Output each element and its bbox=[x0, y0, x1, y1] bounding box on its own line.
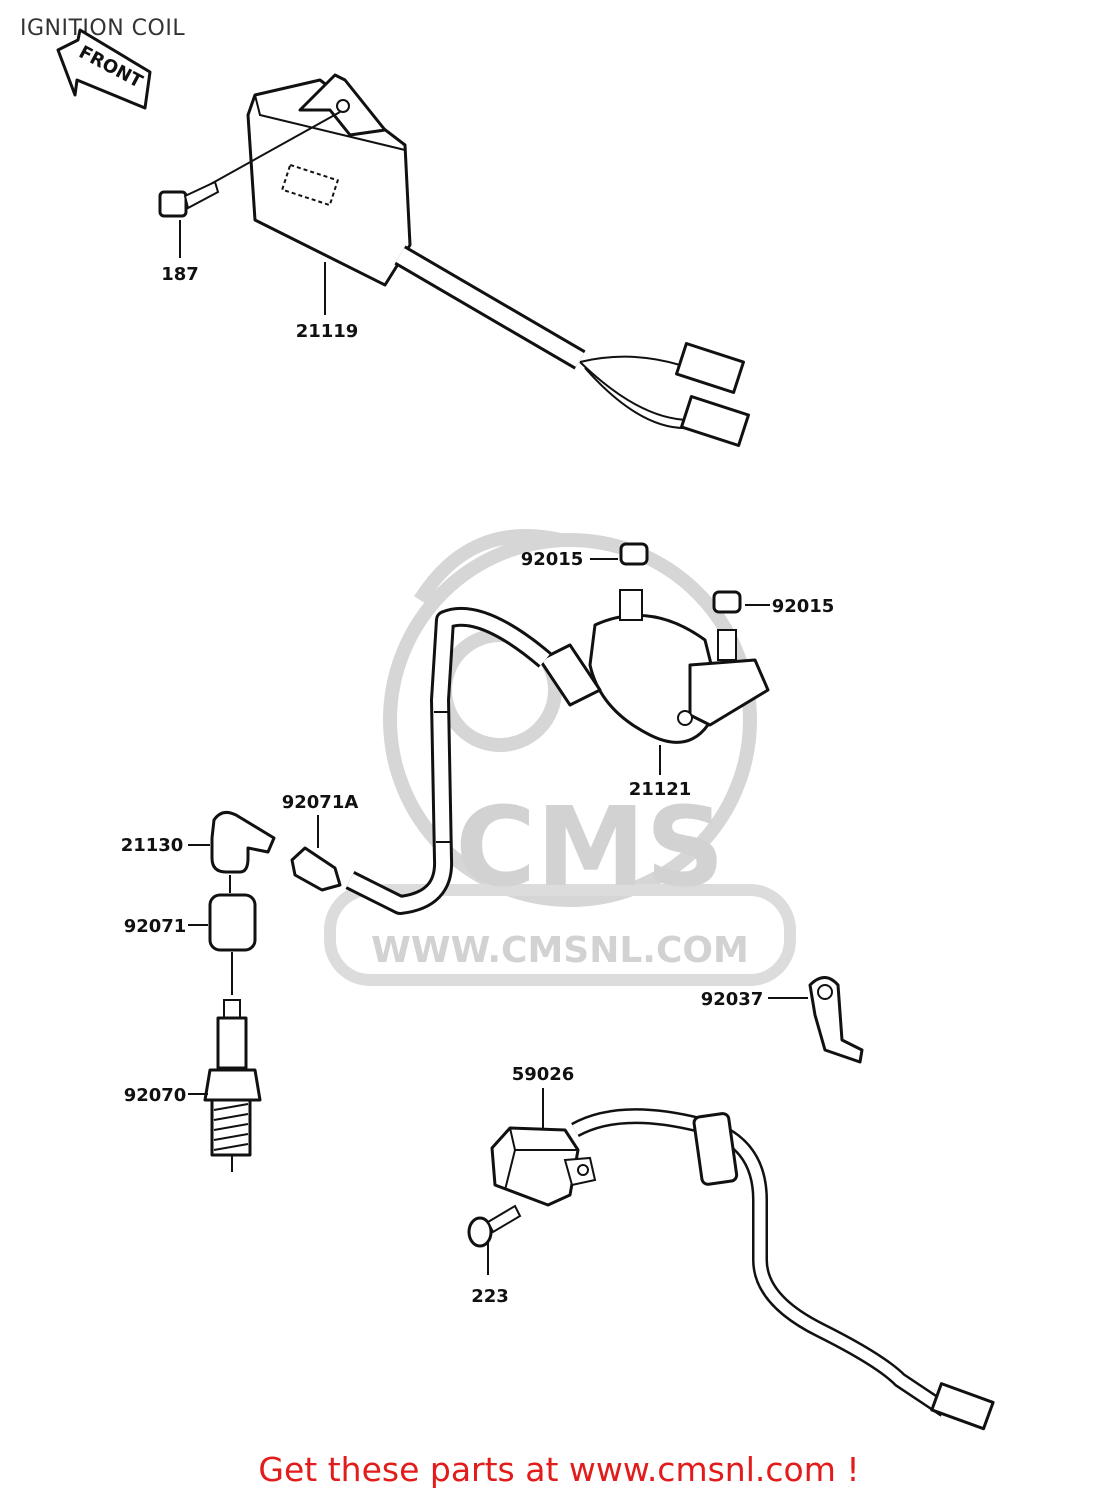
part-label-21130: 21130 bbox=[121, 835, 184, 856]
watermark-logo-text: CMS bbox=[455, 783, 724, 911]
footer-link[interactable]: Get these parts at www.cmsnl.com ! bbox=[258, 1450, 860, 1489]
plug-cap bbox=[188, 810, 276, 893]
part-label-92071a: 92071A bbox=[282, 792, 359, 813]
bolt-187 bbox=[158, 111, 341, 258]
terminal-92071a bbox=[290, 815, 342, 892]
part-label-92071: 92071 bbox=[124, 916, 187, 937]
part-label-21121: 21121 bbox=[629, 779, 692, 800]
spark-plug bbox=[188, 999, 262, 1172]
front-arrow: FRONT bbox=[56, 28, 152, 110]
part-label-92070: 92070 bbox=[124, 1085, 187, 1106]
nut-92015-b bbox=[712, 590, 770, 614]
ignition-coil bbox=[345, 589, 770, 915]
part-label-21119: 21119 bbox=[296, 321, 359, 342]
part-label-92037: 92037 bbox=[701, 989, 764, 1010]
clamp-92037 bbox=[768, 976, 864, 1064]
part-label-92015-a: 92015 bbox=[521, 549, 584, 570]
part-label-92015-b: 92015 bbox=[772, 596, 835, 617]
screw-223 bbox=[467, 1204, 522, 1275]
part-label-187: 187 bbox=[161, 264, 199, 285]
part-label-59026: 59026 bbox=[512, 1064, 575, 1085]
cdi-unit bbox=[246, 73, 750, 447]
nut-92015-a bbox=[590, 542, 649, 566]
suppressor-92071 bbox=[188, 893, 257, 995]
watermark-url-text: WWW.CMSNL.COM bbox=[371, 930, 749, 971]
part-label-223: 223 bbox=[471, 1286, 509, 1307]
pickup-coil-59026 bbox=[490, 1088, 995, 1431]
page-title: IGNITION COIL bbox=[20, 16, 186, 41]
